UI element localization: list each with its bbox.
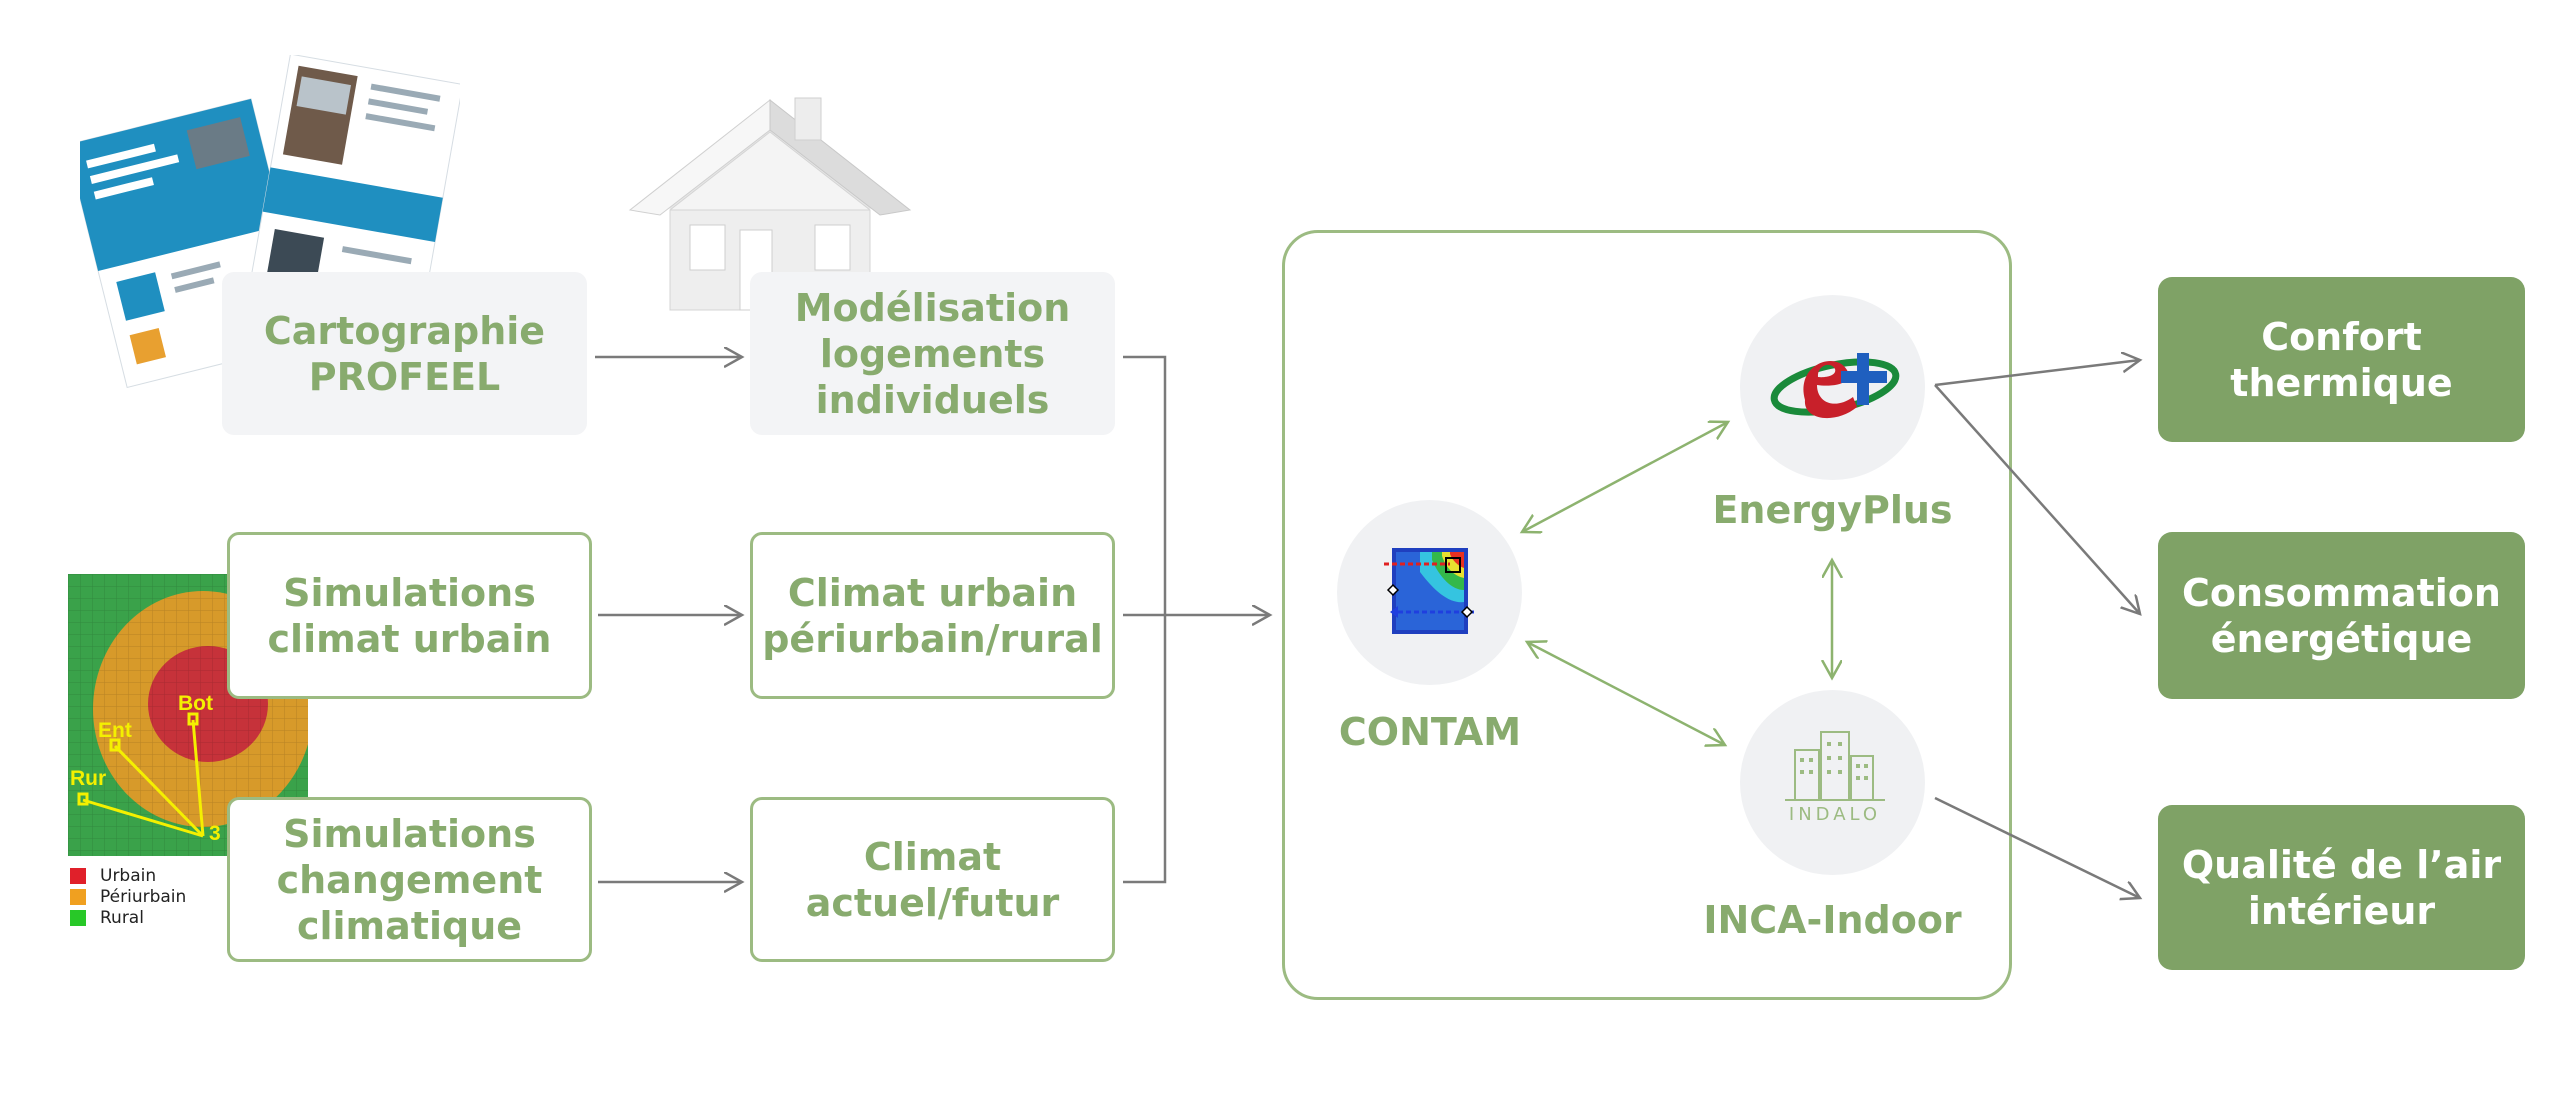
energyplus-logo-icon [1770,353,1900,419]
map-label-bot: Bot [178,692,213,715]
legend-swatch-rural [70,910,86,926]
modelisation-box: Modélisation logements individuels [750,272,1115,435]
legend-swatch-urbain [70,868,86,884]
confort-box: Confort thermique [2158,277,2525,442]
contam-logo-icon [1384,548,1474,634]
arrow-to-consommation [1934,384,2140,614]
legend-urbain: Urbain [70,866,156,886]
modelisation-label: Modélisation logements individuels [794,285,1071,422]
energyplus-label: EnergyPlus [1712,488,1953,532]
profeel-label: Cartographie PROFEEL [263,308,546,399]
sim-urbain-label: Simulations climat urbain [267,570,552,661]
bracket-merge [1123,355,1167,884]
climat-futur-label: Climat actuel/futur [805,834,1060,925]
simulation-tools-container [1282,230,2012,1000]
profeel-box: Cartographie PROFEEL [222,272,587,435]
legend-periurbain: Périurbain [70,887,186,907]
qualite-box: Qualité de l’air intérieur [2158,805,2525,970]
qualite-label: Qualité de l’air intérieur [2181,842,2502,933]
indalo-logo-text: INDALO [1789,804,1881,825]
legend-label-rural: Rural [100,908,144,928]
climat-urbain-box: Climat urbain périurbain/rural [750,532,1115,699]
arrow-to-confort [1934,360,2140,387]
confort-label: Confort thermique [2230,314,2453,405]
legend-label-periurbain: Périurbain [100,887,187,907]
energyplus-circle [1740,295,1925,480]
contam-label: CONTAM [1338,710,1522,754]
inca-circle [1740,690,1925,875]
arrow-to-qualite [1934,796,2140,898]
consommation-label: Consommation énergétique [2182,570,2501,661]
profeel-brochure-illustration [80,55,460,389]
consommation-box: Consommation énergétique [2158,532,2525,699]
map-label-ent: Ent [98,719,132,742]
climat-urbain-label: Climat urbain périurbain/rural [762,570,1103,661]
house-illustration [628,97,912,311]
sim-changement-label: Simulations changement climatique [276,811,543,948]
inca-label: INCA-Indoor [1703,898,1962,942]
legend-rural: Rural [70,908,144,928]
legend-label-urbain: Urbain [100,866,157,886]
indalo-logo-icon: INDALO [1785,731,1885,825]
link-contam-energyplus [1522,422,1728,532]
map-label-rur: Rur [70,767,106,790]
climat-futur-box: Climat actuel/futur [750,797,1115,962]
legend-swatch-periurbain [70,889,86,905]
sim-changement-box: Simulations changement climatique [227,797,592,962]
link-contam-inca [1527,642,1725,745]
map-label-3: 3 [209,822,221,845]
sim-urbain-box: Simulations climat urbain [227,532,592,699]
